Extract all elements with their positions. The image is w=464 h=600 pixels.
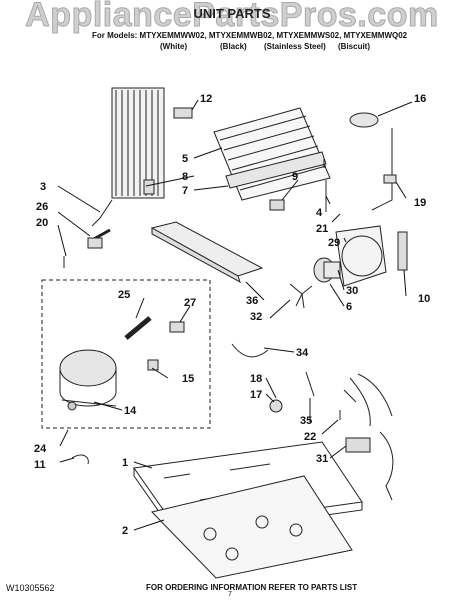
color-black: (Black)	[220, 42, 247, 51]
drain-pan	[150, 221, 264, 284]
callout-9: 9	[292, 171, 298, 183]
fan-shroud	[335, 225, 387, 287]
callout-17: 17	[250, 389, 262, 401]
callout-31: 31	[316, 453, 328, 465]
callout-35: 35	[300, 415, 312, 427]
callout-30: 30	[346, 285, 358, 297]
color-white: (White)	[160, 42, 188, 51]
callout-16: 16	[414, 93, 426, 105]
callout-12: 12	[200, 93, 212, 105]
callout-5: 5	[182, 153, 188, 165]
callout-8: 8	[182, 171, 188, 183]
callout-18: 18	[250, 373, 262, 385]
callout-15: 15	[182, 373, 194, 385]
bottom-panel	[151, 475, 353, 579]
page-watermark: AppliancePartsPros.com	[25, 0, 439, 35]
color-biscuit: (Biscuit)	[338, 42, 370, 51]
callout-10: 10	[418, 293, 430, 305]
diagram-title: UNIT PARTS	[193, 6, 271, 21]
callout-26: 26	[36, 201, 48, 213]
callout-25: 25	[118, 289, 130, 301]
callout-27: 27	[184, 297, 196, 309]
callout-32: 32	[250, 311, 262, 323]
callout-36: 36	[246, 295, 258, 307]
callout-6: 6	[346, 301, 352, 313]
callout-4: 4	[316, 207, 323, 219]
callout-1: 1	[122, 457, 128, 469]
page-number: 7	[228, 591, 232, 598]
callout-7: 7	[182, 185, 188, 197]
models-line: For Models: MTYXEMMWW02, MTYXEMMWB02, MT…	[92, 31, 408, 40]
callout-29: 29	[328, 237, 340, 249]
callout-3: 3	[40, 181, 46, 193]
callout-34: 34	[296, 347, 309, 359]
callout-21: 21	[316, 223, 328, 235]
compressor	[59, 349, 117, 411]
document-number: W10305562	[6, 583, 55, 593]
callout-11: 11	[34, 459, 46, 471]
evaporator-panel	[213, 107, 331, 201]
callout-14: 14	[124, 405, 137, 417]
color-stainless: (Stainless Steel)	[264, 42, 326, 51]
callout-22: 22	[304, 431, 316, 443]
callout-19: 19	[414, 197, 426, 209]
ordering-note: FOR ORDERING INFORMATION REFER TO PARTS …	[146, 583, 358, 592]
condenser-coil	[91, 87, 165, 227]
callout-24: 24	[34, 443, 47, 455]
callout-20: 20	[36, 217, 48, 229]
callout-2: 2	[122, 525, 128, 537]
